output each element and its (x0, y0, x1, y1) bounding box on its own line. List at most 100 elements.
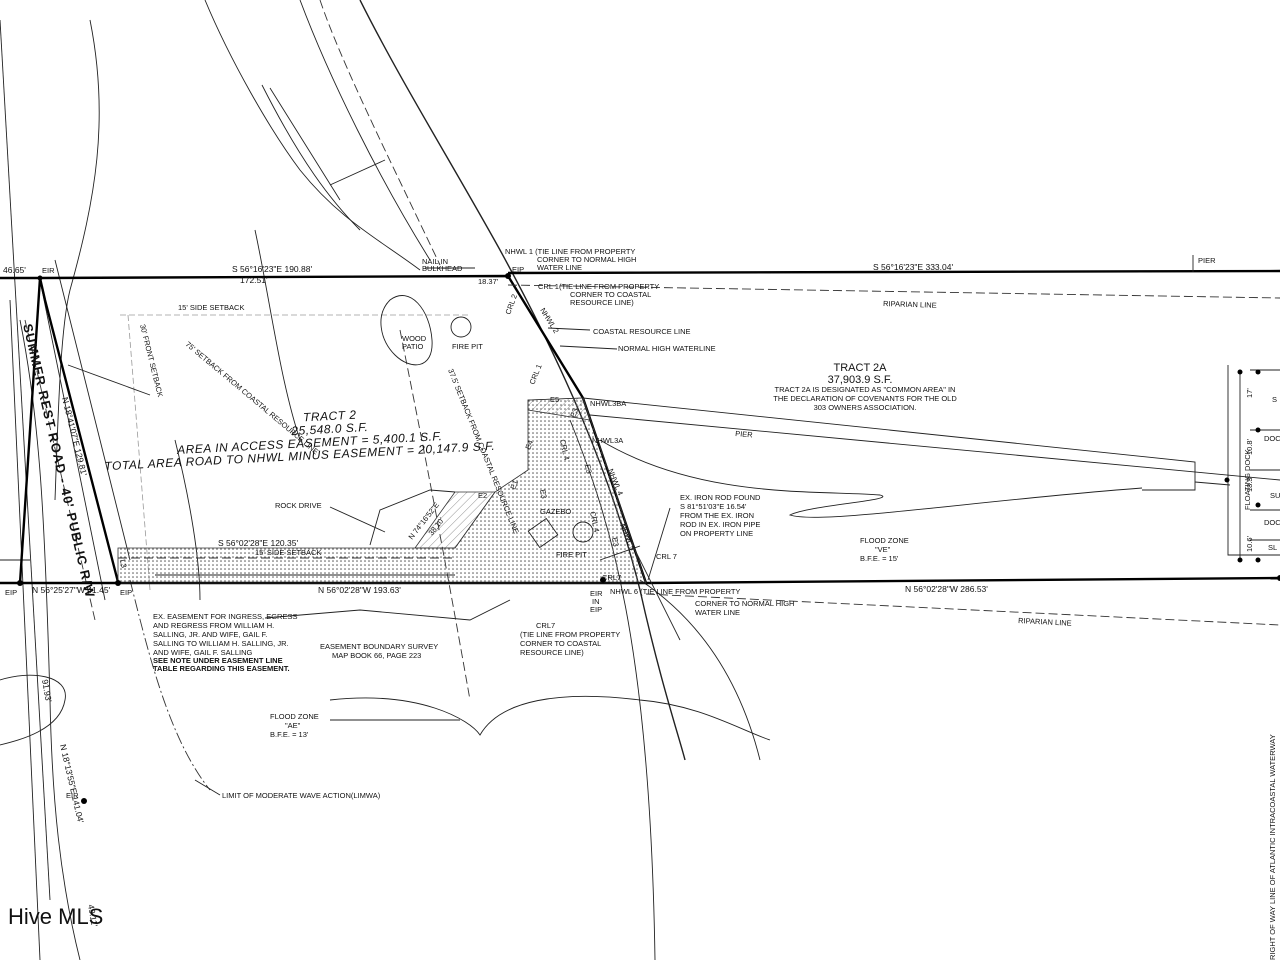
side-setback-top: 15' SIDE SETBACK (178, 303, 244, 312)
nhwl3ba-label: NHWL3BA (590, 399, 626, 408)
dock-dim-1: 17' (1245, 388, 1254, 398)
easement-note-4: SALLING TO WILLIAM H. SALLING, JR. (153, 639, 289, 648)
wood-patio-shape (380, 295, 433, 366)
eip-left-2: EIP (120, 588, 132, 597)
crl7-note-2: (TIE LINE FROM PROPERTY (520, 630, 620, 639)
nhwl6-2: CORNER TO NORMAL HIGH (695, 599, 794, 608)
edge-e4: E4 (523, 439, 535, 451)
riparian-1: RIPARIAN LINE (883, 299, 937, 310)
tract-2a-title: TRACT 2A (834, 362, 888, 374)
nhwl1-2: CORNER TO NORMAL HIGH (537, 255, 636, 264)
plat-labels: SUMMER REST ROAD - 40' PUBLIC R/W TRACT … (3, 247, 1280, 960)
bearing-south-main: N 56°02'28"W 193.63' (318, 585, 401, 595)
dock-letter-5: SL (1268, 543, 1277, 552)
iron-rod-2: FROM THE EX. IRON (680, 511, 754, 520)
flood-ae-1: FLOOD ZONE (270, 712, 319, 721)
dock-letter-1: S (1272, 395, 1277, 404)
iron-rod-3: ROD IN EX. IRON PIPE (680, 520, 760, 529)
crl1-1: CRL 1(TIE LINE FROM PROPERTY (538, 282, 659, 291)
eir-top: EIR (42, 266, 55, 275)
nhwl6-3: WATER LINE (695, 608, 740, 617)
bearing-south-east: N 56°02'28"W 286.53' (905, 584, 988, 594)
normal-high-label: NORMAL HIGH WATERLINE (618, 344, 716, 353)
tract-2a-area: 37,903.9 S.F. (828, 374, 893, 386)
edge-e3c: E3 (610, 537, 621, 548)
edge-crl1: CRL 1 (528, 363, 544, 386)
easement-note-3: SALLING, JR. AND WIFE, GAIL F. (153, 630, 267, 639)
crl1-3: RESOURCE LINE) (570, 298, 634, 307)
flood-ve-3: B.F.E. = 15' (860, 554, 899, 563)
crl7-short: CRL7 (602, 573, 621, 582)
road-linework (0, 0, 771, 960)
bearing-lower: N 18°13'55"E 141.04' (58, 743, 86, 824)
easement-note-1: EX. EASEMENT FOR INGRESS, EGRESS (153, 612, 297, 621)
coastal-resource-label: COASTAL RESOURCE LINE (593, 327, 691, 336)
floating-dock: FLOATING DOCK (1243, 449, 1252, 510)
tract-2-area: 25,548.0 S.F. (290, 420, 369, 438)
eip-left: EIP (5, 588, 17, 597)
dist-far-left: 46.65' (3, 265, 26, 275)
edge-e3b: E3 (583, 464, 594, 475)
nail-2: BULKHEAD (422, 264, 463, 273)
bearing-north-seg: 172.51' (240, 275, 268, 285)
crl7-note-4: RESOURCE LINE) (520, 648, 584, 657)
iron-rod-bearing: S 81°51'03"E 16.54' (680, 502, 747, 511)
wood-patio-1: WOOD (402, 334, 427, 343)
fire-pit-2-label: FIRE PIT (556, 550, 587, 559)
crl7-note-1: CRL7 (536, 621, 555, 630)
pier-top: PIER (1198, 256, 1216, 265)
edge-crl2: CRL 2 (503, 293, 519, 316)
dist-18: 18.37' (478, 277, 499, 286)
edge-l3: L3 (118, 559, 129, 569)
gazebo-label: GAZEBO (540, 507, 571, 516)
riparian-2: RIPARIAN LINE (1018, 616, 1072, 628)
crl7-note-3: CORNER TO COASTAL (520, 639, 601, 648)
wood-patio-2: PATIO (402, 342, 424, 351)
tract-2a-note-3: 303 OWNERS ASSOCIATION. (814, 403, 917, 412)
edge-e3a: E3 (568, 407, 580, 419)
easement-note-2: AND REGRESS FROM WILLIAM H. (153, 621, 274, 630)
easement-note-5: AND WIFE, GAIL F. SALLING (153, 648, 252, 657)
leader-lines (67, 267, 671, 796)
front-setback: 30' FRONT SETBACK (138, 323, 165, 398)
flood-ve-2: "VE" (875, 545, 891, 554)
flood-ae-2: "AE" (285, 721, 301, 730)
edge-e1: E1 (508, 479, 520, 491)
dist-lower-1: 91.93' (40, 679, 54, 704)
nhwl1-1: NHWL 1 (TIE LINE FROM PROPERTY (505, 247, 635, 256)
eir-low: EIR (66, 791, 79, 800)
eir-in-eip-3: EIP (590, 605, 602, 614)
fire-pit-1-label: FIRE PIT (452, 342, 483, 351)
tract-2-title: TRACT 2 (303, 408, 357, 425)
eir-in-eip-1: EIR (590, 589, 603, 598)
flood-ae-3: B.F.E. = 13' (270, 730, 309, 739)
iron-rod-1: EX. IRON ROD FOUND (680, 493, 761, 502)
tract-2a-note-2: THE DECLARATION OF COVENANTS FOR THE OLD (773, 394, 957, 403)
iron-rod-4: ON PROPERTY LINE (680, 529, 753, 538)
dock-letter-3: SU (1270, 491, 1280, 500)
fire-pit-1-icon (450, 316, 472, 338)
nhwl3a-label: NHWL3A (592, 436, 623, 445)
nhwl1-3: WATER LINE (537, 263, 582, 272)
rock-drive-label: ROCK DRIVE (275, 501, 322, 510)
edge-e2: E2 (478, 491, 487, 500)
dock-letter-2: DOC (1264, 434, 1280, 443)
eip-mid: EIP (512, 265, 524, 274)
edge-e5: E5 (550, 395, 559, 404)
easement-note-6: SEE NOTE UNDER EASEMENT LINE (153, 656, 283, 665)
tract-2a-note-1: TRACT 2A IS DESIGNATED AS "COMMON AREA" … (775, 385, 956, 394)
dist-lower-2: 49.11' (86, 904, 100, 928)
boundary-survey-2: MAP BOOK 66, PAGE 223 (332, 651, 421, 660)
easement-note-7: TABLE REGARDING THIS EASEMENT. (153, 664, 290, 673)
pier-mid: PIER (735, 429, 754, 440)
side-setback-bottom: 15' SIDE SETBACK (255, 548, 321, 557)
edge-crl4b: CRL 4 (588, 511, 601, 533)
edge-crl4a: CRL 4 (558, 439, 571, 461)
nhwl6-1: NHWL 6 (TIE LINE FROM PROPERTY (610, 587, 740, 596)
crl1-2: CORNER TO COASTAL (570, 290, 651, 299)
nail-1: NAIL IN (422, 257, 448, 266)
fire-pit-2-icon (572, 521, 594, 543)
crl7-label: CRL 7 (656, 552, 677, 561)
limwa-label: LIMIT OF MODERATE WAVE ACTION(LIMWA) (222, 791, 381, 800)
